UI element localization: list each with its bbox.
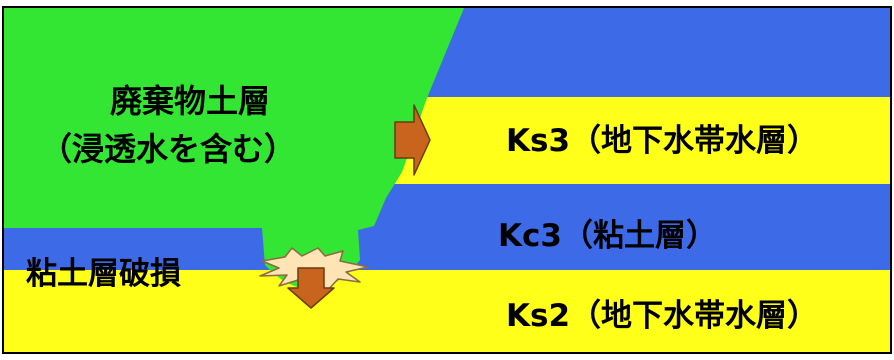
kc3-label: Kc3（粘土層） — [498, 218, 717, 254]
waste-soil-label-line1: 廃棄物土層 — [110, 82, 270, 120]
downward-leak-arrow-icon — [287, 267, 335, 309]
ks2-aquifer-layer — [4, 270, 890, 352]
breach-label: 粘土層破損 — [26, 256, 181, 292]
diagram-border — [2, 6, 892, 354]
ks3-label: Ks3（地下水帯水層） — [506, 123, 818, 159]
waste-soil-layer — [4, 8, 464, 290]
ks2-label: Ks2（地下水帯水層） — [506, 298, 818, 334]
lateral-leak-arrow-icon — [394, 104, 431, 176]
waste-soil-label-line2: （浸透水を含む） — [40, 130, 296, 168]
